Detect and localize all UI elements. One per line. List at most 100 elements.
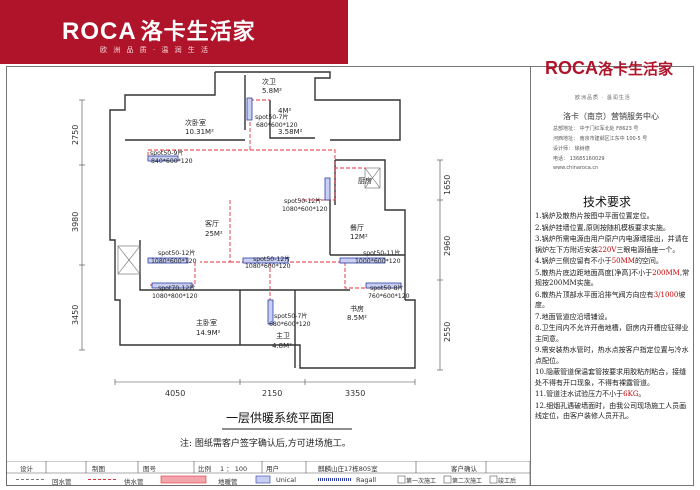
dim-label: 3350 — [345, 389, 365, 398]
user-label: 用户 — [266, 465, 279, 473]
radiator — [267, 299, 274, 325]
radiator-labels: spot50-7片 680*600*120 spot50-9片 840*600*… — [150, 113, 410, 328]
radiator — [324, 177, 331, 201]
wall — [215, 71, 401, 141]
legend-stage3: 竣工后 — [498, 478, 517, 485]
legend-stage2: 第二次施工 — [452, 478, 483, 485]
boiler — [364, 167, 381, 189]
tech-item: 1.锅炉及散热片按图中平面位置定位。 — [535, 211, 690, 222]
room-name: 餐厅 — [350, 223, 364, 232]
scale-label: 比例 — [198, 465, 211, 473]
tech-item-pre: 2.锅炉挂墙位置,原则按随机模板要求实施。 — [535, 223, 670, 232]
brand-slogan: 欧 洲 品 质 · 温 润 生 活 — [100, 46, 211, 54]
radiator-model: spot50-12片 — [158, 249, 196, 257]
tech-item-hl: 6KG — [623, 390, 639, 398]
panel-logo: ROCA洛卡生活家 — [545, 58, 674, 78]
radiator — [147, 257, 189, 264]
radiator-model: spot50-7片 — [274, 312, 308, 320]
tech-requirements-list: 1.锅炉及散热片按图中平面位置定位。 2.锅炉挂墙位置,原则按随机模板要求实施。 3… — [535, 211, 690, 423]
tech-item-hl: 50MM — [611, 257, 635, 265]
radiator-model: spot50-12片 — [253, 255, 291, 263]
tech-item: 9.需安装热水管时，热水点按客户指定位置与冷水点配位。 — [535, 345, 690, 366]
service-center-name: 洛卡（南京）营销服务中心 — [563, 112, 659, 121]
title-block-lines — [6, 461, 530, 486]
address-value: 麒麟山庄17栋805室 — [318, 465, 378, 473]
supply-pipe — [250, 149, 365, 169]
radiator-size: 680*600*120 — [256, 122, 298, 129]
dim-label: 2750 — [71, 125, 80, 145]
tech-item-pre: 9.需安装热水管时，热水点按客户指定位置与冷水点配位。 — [535, 346, 689, 365]
wall — [335, 159, 406, 300]
radiators — [147, 97, 402, 325]
confirm-label: 客户确认 — [451, 465, 477, 473]
tech-item: 7.地面管道应沿墙铺设。 — [535, 312, 690, 323]
drawing-label: 制图 — [92, 465, 105, 473]
radiator-model: spot50-7片 — [255, 113, 289, 121]
dim-label: 4050 — [165, 389, 185, 398]
room-area: 3.58M² — [278, 128, 303, 136]
room-name: 主卧室 — [196, 318, 217, 327]
room-name: 书房 — [350, 304, 364, 313]
tech-item-post: 。 — [638, 390, 646, 398]
radiator-size: 1080*600*120 — [151, 258, 197, 265]
supply-pipe — [147, 104, 251, 160]
room-area: 8.5M² — [347, 314, 367, 322]
shaft-cross — [117, 245, 141, 275]
scale-value: 1 ： 100 — [220, 465, 248, 473]
tech-item-post: ,常规按200MM实施。 — [535, 268, 690, 288]
radiator — [147, 155, 179, 162]
stage2-checkbox — [443, 475, 452, 484]
legend-ragall: Ragall — [356, 476, 377, 484]
boiler-cross — [364, 167, 381, 189]
shaft — [117, 245, 141, 275]
tech-item-pre: 6.散热片顶部水平面沿排气阀方向应有 — [535, 290, 654, 299]
tech-item-pre: 5.散热片底边距地面高度[净高]不小于 — [535, 268, 653, 277]
wall — [109, 72, 416, 369]
dim-label: 2150 — [262, 389, 282, 398]
service-line: www.chinaroca.cn — [553, 165, 599, 171]
room-name: 次卧室 — [185, 118, 206, 127]
service-line: 总部地址： 中于门红军北处 F8623 号 — [553, 126, 639, 132]
tech-item: 12.细烟孔遇破墙面时，由我公司现场施工人员画线定位，由客户装修人员开孔。 — [535, 401, 690, 422]
radiator-model: spot50-8片 — [370, 284, 404, 292]
room-area: 10.31M² — [185, 128, 214, 136]
radiator-size: 1000*600*120 — [355, 258, 401, 265]
design-label: 设计 — [20, 465, 33, 473]
tech-item-pre: 7.地面管道应沿墙铺设。 — [535, 312, 612, 321]
supply-pipes — [147, 99, 380, 300]
radiator — [246, 97, 253, 121]
room-name: 次卫 — [262, 77, 276, 86]
radiator-model: spot50-11片 — [363, 249, 401, 257]
dim-label: 2960 — [443, 236, 452, 256]
radiator-model: spot70-12片 — [158, 284, 196, 292]
radiator-size: 1080*800*120 — [152, 293, 198, 300]
info-panel — [530, 66, 694, 486]
plan-note: 注: 图纸需客户签字确认后,方可进场施工。 — [180, 439, 351, 449]
tech-item-hl: 3/1000 — [653, 290, 679, 299]
dim-label: 3980 — [71, 212, 80, 232]
tech-title: 技术要求 — [583, 195, 632, 209]
tech-item-post: 三眼电源插座一个。 — [616, 245, 680, 254]
room-labels: 次卫 5.8M² 4M² 次卧室 10.31M² 3.58M² 厨房 客厅 25… — [185, 77, 372, 350]
service-line: 电话： 13685160029 — [553, 156, 605, 162]
radiator-model: spot50-12片 — [284, 197, 322, 205]
service-line: 设计师： 徐树德 — [553, 146, 590, 152]
legend-return-pipe: 回水管 — [52, 478, 72, 486]
tech-item-pre: 8.卫生间内不允许开凿地槽，厨房内开槽应征得业主同意。 — [535, 324, 689, 343]
room-area: 12M² — [350, 233, 368, 241]
tech-item: 10.隐蔽管道保温套管按要求用胶粘剂粘合，接缝处不得有开口现象，不得有裸露管道。 — [535, 367, 690, 388]
supply-pipe — [300, 168, 336, 201]
dim-label: 1650 — [443, 175, 452, 195]
drawing-frame — [6, 66, 694, 486]
radiator — [365, 282, 402, 289]
radiator-size: 1080*600*120 — [282, 206, 328, 213]
room-area: 14.9M² — [196, 329, 221, 337]
panel-slogan: 欧洲品质 · 温润生活 — [575, 95, 631, 101]
radiator — [242, 257, 289, 264]
tech-item-pre: 1.锅炉及散热片按图中平面位置定位。 — [535, 212, 654, 220]
plan-title: 一层供暖系统平面图 — [226, 411, 335, 425]
stage3-checkbox — [489, 475, 498, 484]
tech-item-post: 的空间。 — [634, 257, 663, 265]
